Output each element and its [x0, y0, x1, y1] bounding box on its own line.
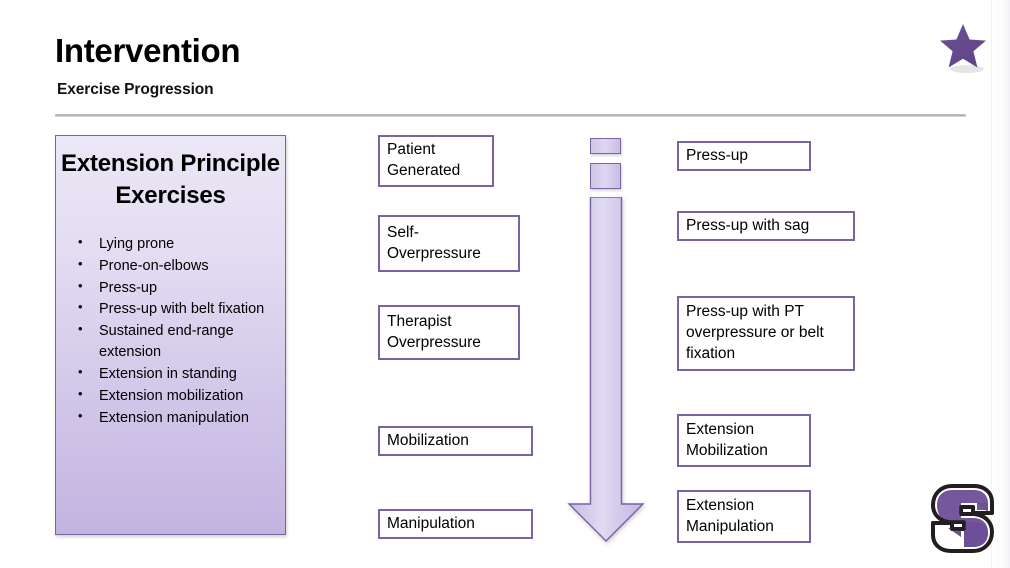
list-item: Press-up with belt fixation: [66, 298, 277, 320]
header-divider: [55, 114, 966, 117]
down-progression-arrow: [560, 130, 660, 548]
page-title: Intervention: [55, 32, 241, 69]
star-icon: [937, 22, 991, 74]
middle-box-mobilization: Mobilization: [378, 426, 533, 456]
right-box-press-up-with-pt-overpressure: Press-up with PT overpressure or belt fi…: [677, 296, 855, 371]
list-item: Lying prone: [66, 233, 277, 255]
middle-box-self-overpressure: Self- Overpressure: [378, 215, 520, 272]
arrow-segment-top: [590, 138, 621, 154]
middle-box-manipulation: Manipulation: [378, 509, 533, 539]
right-box-extension-manipulation: Extension Manipulation: [677, 490, 811, 543]
right-box-press-up: Press-up: [677, 141, 811, 171]
list-item: Extension in standing: [66, 363, 277, 385]
arrow-shaft-and-head: [560, 197, 660, 542]
exercise-list: Lying prone Prone-on-elbows Press-up Pre…: [56, 233, 285, 429]
arrow-segment-second: [590, 163, 621, 189]
slide-right-edge: [991, 0, 1010, 568]
right-box-press-up-with-sag: Press-up with sag: [677, 211, 855, 241]
middle-box-therapist-overpressure: Therapist Overpressure: [378, 305, 520, 360]
middle-box-patient-generated: Patient Generated: [378, 135, 494, 187]
right-box-extension-mobilization: Extension Mobilization: [677, 414, 811, 467]
panel-heading: Extension Principle Exercises: [61, 150, 280, 209]
list-item: Prone-on-elbows: [66, 255, 277, 277]
s-monogram-logo: [930, 482, 996, 554]
extension-principle-panel: Extension Principle Exercises Lying pron…: [55, 135, 286, 535]
page-subtitle: Exercise Progression: [57, 81, 214, 98]
list-item: Sustained end-range extension: [66, 320, 277, 363]
list-item: Press-up: [66, 277, 277, 299]
list-item: Extension manipulation: [66, 407, 277, 429]
list-item: Extension mobilization: [66, 385, 277, 407]
